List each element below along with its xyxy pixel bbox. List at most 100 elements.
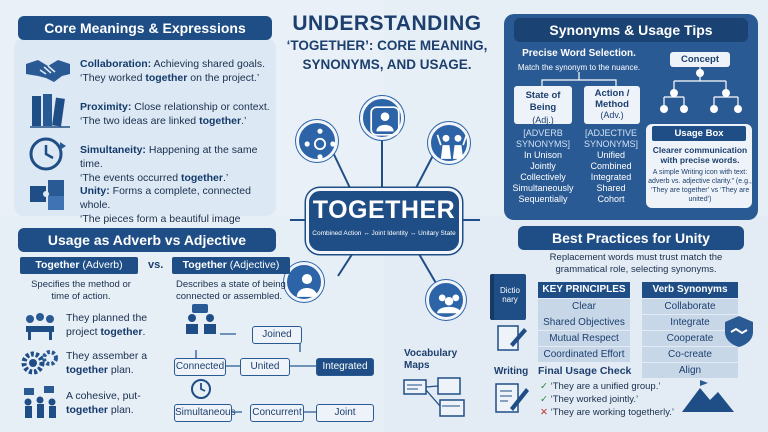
adjective-synonyms: [ADJECTIVE SYNONYMS] Unified Combined In…	[580, 128, 642, 205]
books-icon	[30, 92, 70, 128]
shield-handshake-icon	[722, 314, 756, 348]
chat-people-icon	[182, 304, 220, 334]
verb-synonyms-head: Verb Synonyms	[642, 282, 738, 298]
core-item-simultaneity: Simultaneity: Happening at the same time…	[80, 144, 258, 184]
adjective-syn: Shared	[596, 183, 626, 193]
usage-header: Usage as Adverb vs Adjective	[18, 228, 276, 252]
page-title: UNDERSTANDING ‘TOGETHER’: CORE MEANING, …	[282, 12, 492, 74]
adverb-syn: Sequentially	[518, 194, 568, 204]
concept-label: Concept	[670, 52, 730, 67]
adverb-syn: Collectively	[520, 172, 566, 182]
adverb-syn: Jointly	[530, 161, 556, 171]
adverb-desc: Specifies the method or time of action.	[31, 279, 131, 302]
vocab-map-icon	[402, 376, 466, 418]
adjective-label: Together (Adjective)	[172, 257, 290, 274]
final-check-text: ‘They are a unified group.’	[550, 381, 661, 392]
key-principle: Coordinated Effort	[538, 347, 630, 362]
action-sub: (Adv.)	[600, 110, 624, 120]
final-check-text: ‘They worked jointly.’	[550, 394, 639, 405]
verb-synonym: Cooperate	[642, 331, 738, 346]
adjective-syn: Integrated	[590, 172, 632, 182]
verb-synonym: Co-create	[642, 347, 738, 362]
hub-center-box: TOGETHER Combined Action ↔ Joint Identit…	[306, 188, 462, 254]
adjective-head: [ADJECTIVE SYNONYMS]	[583, 128, 638, 149]
check-mark-icon: ✓	[540, 381, 548, 392]
action-title: Action / Method	[594, 88, 630, 110]
key-principle: Shared Objectives	[538, 315, 630, 330]
key-principles-head: KEY PRINCIPLES	[538, 282, 630, 298]
hub-icon-group	[426, 280, 466, 320]
flow-simultaneous: Simultaneous	[174, 404, 236, 422]
hub-icon-people	[360, 96, 404, 140]
precise-title: Precise Word Selection.	[522, 48, 636, 59]
action-box: Action / Method (Adv.)	[584, 86, 640, 124]
handshake-icon	[24, 54, 72, 86]
check-mark-icon: ✓	[540, 394, 548, 405]
concept-tree-icon	[660, 67, 742, 113]
state-title: State of Being	[525, 90, 561, 113]
dictionary-book: Dictio nary	[490, 274, 526, 320]
title-line-1: UNDERSTANDING	[292, 12, 482, 35]
state-sub: (Adj.)	[532, 115, 554, 125]
verb-synonym: Integrate	[642, 315, 738, 330]
writing-label: Writing	[494, 366, 529, 377]
hub-icon-celebrate	[428, 122, 470, 164]
best-header: Best Practices for Unity	[518, 226, 744, 250]
clock-icon	[28, 136, 68, 172]
final-check-item: ✓ ‘They worked jointly.’	[540, 393, 638, 406]
usage-box-bold: Clearer communication with precise words…	[652, 145, 748, 165]
adjective-syn: Unified	[596, 150, 625, 160]
dictionary-label: Dictio nary	[499, 286, 520, 304]
hub-center-sub: Combined Action ↔ Joint Identity ↔ Unita…	[312, 230, 456, 237]
hub-icon-person-left	[284, 262, 324, 302]
core-item-collaboration: Collaboration: Achieving shared goals. ‘…	[80, 58, 265, 84]
hub-center-word: TOGETHER	[312, 196, 456, 224]
verb-synonym: Align	[642, 363, 738, 378]
mountain-icon	[680, 380, 736, 414]
gears-icon	[20, 348, 60, 378]
crowd-flags-icon	[20, 384, 60, 418]
key-principle: Mutual Respect	[538, 331, 630, 346]
adverb-head: [ADVERB SYNONYMS]	[515, 128, 570, 149]
adverb-label: Together (Adverb)	[20, 257, 138, 274]
flow-joined: Joined	[252, 326, 302, 344]
core-item-proximity: Proximity: Close relationship or context…	[80, 101, 270, 127]
flow-united: United	[240, 358, 290, 376]
puzzle-icon	[28, 178, 68, 212]
verb-synonym: Collaborate	[642, 299, 738, 314]
adjective-syn: Cohort	[597, 194, 625, 204]
adverb-example-1: They planned the project together.	[66, 312, 148, 338]
vocab-maps-label: Vocabulary Maps	[404, 348, 458, 371]
precise-sub: Match the synonym to the nuance.	[517, 63, 641, 72]
writing-icon	[494, 380, 530, 416]
title-line-3: SYNONYMS, AND USAGE.	[302, 57, 472, 72]
pen-icon	[496, 322, 528, 352]
adverb-synonyms: [ADVERB SYNONYMS] In Unison Jointly Coll…	[512, 128, 574, 205]
flow-joint: Joint	[316, 404, 374, 422]
synonyms-header: Synonyms & Usage Tips	[514, 18, 748, 42]
title-line-2: ‘TOGETHER’: CORE MEANING,	[286, 38, 488, 53]
best-intro: Replacement words must trust match the g…	[549, 252, 723, 275]
usage-box-text: A simple Writing icon with text: adverb …	[648, 169, 752, 203]
flow-clock-icon	[190, 378, 212, 400]
adverb-syn: In Unison	[523, 150, 563, 160]
flow-concurrent: Concurrent	[250, 404, 304, 422]
vs-label: vs.	[148, 259, 164, 271]
adverb-example-2: They assember a together plan.	[66, 350, 148, 376]
flow-connectors	[195, 333, 316, 413]
adverb-example-3: A cohesive, put-together plan.	[66, 390, 141, 416]
cross-mark-icon: ✕	[540, 407, 548, 418]
hub-icon-network	[296, 120, 338, 162]
final-check-text: ‘They are working togetherly.’	[550, 407, 674, 418]
meeting-icon	[20, 310, 60, 340]
adjective-syn: Combined	[590, 161, 632, 171]
flow-connected: Connected	[174, 358, 226, 376]
flow-integrated: Integrated	[316, 358, 374, 376]
adverb-syn: Simultaneously	[512, 183, 574, 193]
usage-box-title: Usage Box	[652, 126, 746, 141]
adjective-desc: Describes a state of being connected or …	[176, 279, 286, 302]
final-check-title: Final Usage Check	[538, 365, 632, 377]
core-header: Core Meanings & Expressions	[18, 16, 272, 40]
final-check-item: ✕ ‘They are working togetherly.’	[540, 406, 674, 419]
final-check-item: ✓ ‘They are a unified group.’	[540, 380, 660, 393]
